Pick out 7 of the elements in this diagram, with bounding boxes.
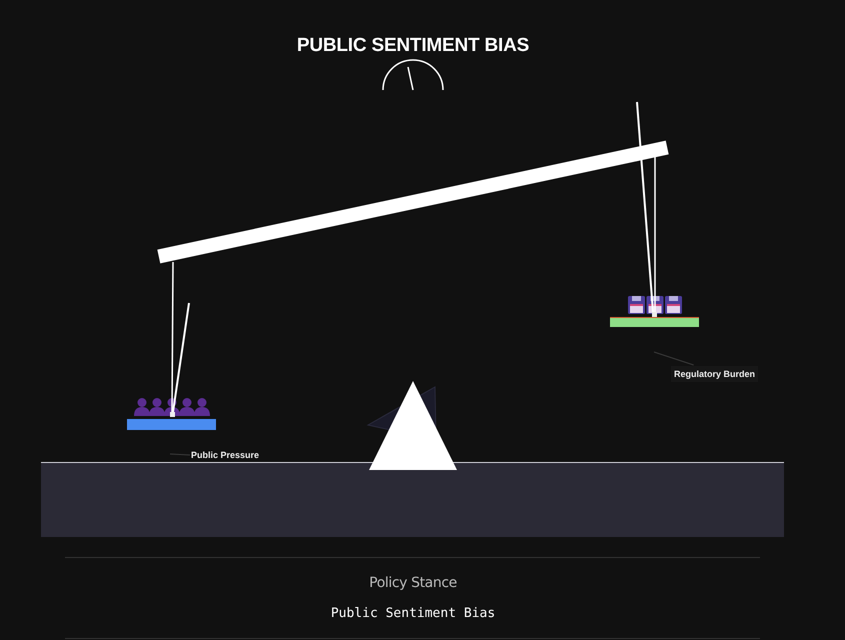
caption-heading: Policy Stance — [369, 575, 457, 591]
part-label: Regulatory Burden — [671, 366, 758, 382]
title: PUBLIC SENTIMENT BIAS — [296, 35, 530, 57]
part-label: Public Pressure — [191, 450, 260, 460]
leader-line — [170, 454, 190, 456]
leader-line — [654, 352, 694, 366]
code-text: Public Sentiment Bias — [330, 606, 496, 621]
